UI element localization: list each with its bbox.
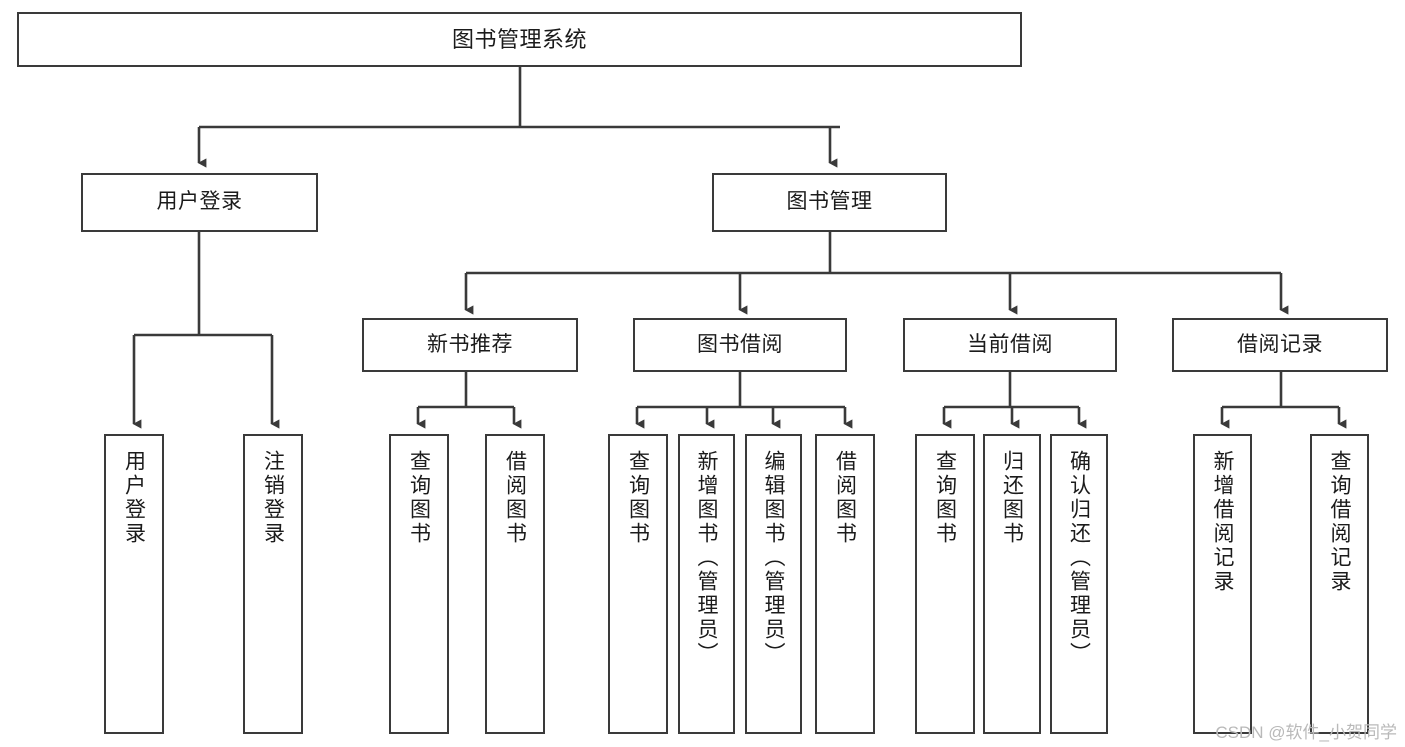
node-leaf-add-book-admin-label: 新增图书（管理员） xyxy=(695,450,718,666)
node-new-book-recommend[interactable]: 新书推荐 xyxy=(362,318,578,372)
node-leaf-confirm-return-admin-label: 确认归还（管理员） xyxy=(1067,450,1091,666)
node-leaf-add-book-admin[interactable]: 新增图书（管理员） xyxy=(678,434,735,734)
node-leaf-query-borrow-record-label: 查询借阅记录 xyxy=(1328,450,1351,594)
node-leaf-query-borrow-record[interactable]: 查询借阅记录 xyxy=(1310,434,1369,734)
node-new-book-recommend-label: 新书推荐 xyxy=(427,332,513,356)
node-borrow-record-label: 借阅记录 xyxy=(1237,332,1323,356)
node-leaf-query-book-current-label: 查询图书 xyxy=(933,450,957,546)
node-book-borrow[interactable]: 图书借阅 xyxy=(633,318,847,372)
node-leaf-user-login[interactable]: 用户登录 xyxy=(104,434,164,734)
watermark-text: CSDN @软件_小贺同学 xyxy=(1215,723,1397,742)
node-leaf-add-borrow-record[interactable]: 新增借阅记录 xyxy=(1193,434,1252,734)
node-book-borrow-label: 图书借阅 xyxy=(697,332,783,356)
node-root[interactable]: 图书管理系统 xyxy=(17,12,1022,67)
node-borrow-record[interactable]: 借阅记录 xyxy=(1172,318,1388,372)
node-book-management[interactable]: 图书管理 xyxy=(712,173,947,232)
node-leaf-confirm-return-admin[interactable]: 确认归还（管理员） xyxy=(1050,434,1108,734)
node-leaf-return-book-label: 归还图书 xyxy=(1000,450,1024,546)
node-leaf-logout[interactable]: 注销登录 xyxy=(243,434,303,734)
node-leaf-query-book-borrow[interactable]: 查询图书 xyxy=(608,434,668,734)
node-leaf-return-book[interactable]: 归还图书 xyxy=(983,434,1041,734)
node-leaf-edit-book-admin-label: 编辑图书（管理员） xyxy=(762,450,785,666)
node-leaf-add-borrow-record-label: 新增借阅记录 xyxy=(1211,450,1234,594)
node-current-borrow[interactable]: 当前借阅 xyxy=(903,318,1117,372)
node-leaf-borrow-book[interactable]: 借阅图书 xyxy=(815,434,875,734)
node-leaf-query-book-current[interactable]: 查询图书 xyxy=(915,434,975,734)
node-leaf-borrow-book-new-label: 借阅图书 xyxy=(503,450,527,546)
node-leaf-borrow-book-new[interactable]: 借阅图书 xyxy=(485,434,545,734)
node-leaf-logout-label: 注销登录 xyxy=(261,450,285,546)
node-root-label: 图书管理系统 xyxy=(451,26,587,52)
node-leaf-query-book-new[interactable]: 查询图书 xyxy=(389,434,449,734)
node-current-borrow-label: 当前借阅 xyxy=(967,332,1053,356)
node-user-login[interactable]: 用户登录 xyxy=(81,173,318,232)
node-leaf-query-book-new-label: 查询图书 xyxy=(407,450,431,546)
node-leaf-query-book-borrow-label: 查询图书 xyxy=(626,450,650,546)
node-user-login-label: 用户登录 xyxy=(156,190,243,214)
node-leaf-borrow-book-label: 借阅图书 xyxy=(833,450,857,546)
node-book-management-label: 图书管理 xyxy=(786,190,873,214)
node-leaf-user-login-label: 用户登录 xyxy=(122,450,146,546)
node-leaf-edit-book-admin[interactable]: 编辑图书（管理员） xyxy=(745,434,802,734)
